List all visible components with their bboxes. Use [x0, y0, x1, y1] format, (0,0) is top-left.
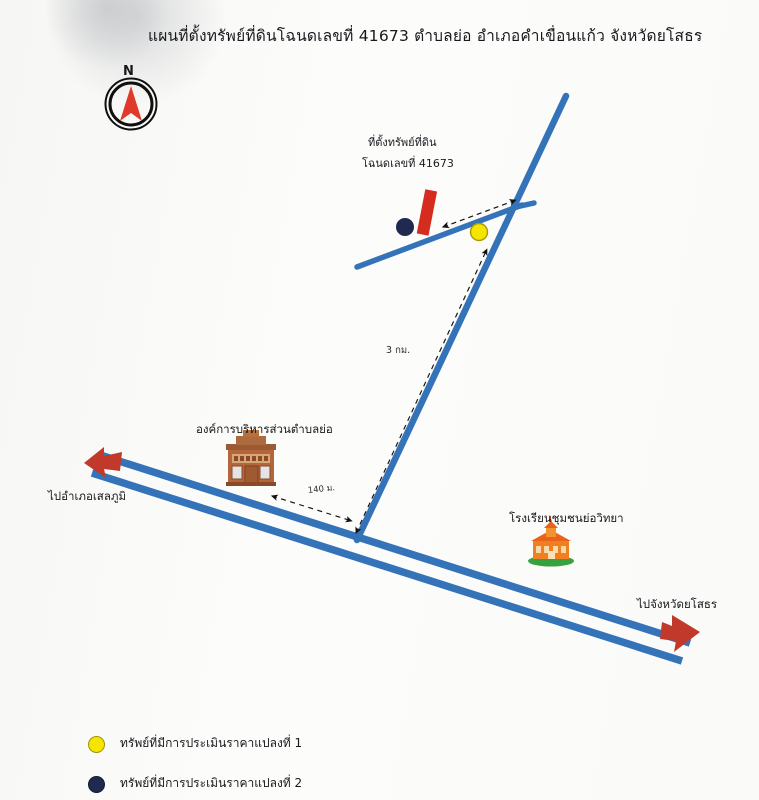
distance-label-3km: 3 กม. [386, 345, 411, 356]
main-highway-road [90, 451, 692, 665]
distance-3km-dashed-line [355, 248, 488, 535]
highway-line-upper [98, 451, 692, 647]
road-arrow-left-icon [84, 447, 122, 478]
school-building-icon [528, 516, 574, 567]
compass-north-label: N [123, 64, 134, 79]
yellow-circle-marker [469, 222, 489, 242]
government-office-building-icon [226, 430, 276, 486]
page-title: แผนที่ตั้งทรัพย์ที่ดินโฉนดเลขที่ 41673 ต… [148, 27, 703, 45]
compass-north-arrow-icon [104, 77, 158, 131]
parcel-callout-line1: ที่ตั้งทรัพย์ที่ดิน [368, 136, 437, 149]
direction-label-to-yasothon: ไปจังหวัดยโสธร [637, 597, 718, 611]
parcel-highlight-rectangle [416, 189, 438, 236]
parcel-access-road [354, 200, 537, 270]
place-label-school: โรงเรียนชุมชนย่อวิทยา [509, 511, 624, 525]
parcel-callout-line2: โฉนดเลขที่ 41673 [362, 157, 454, 170]
legend-label-parcel-1: ทรัพย์ที่มีการประเมินราคาแปลงที่ 1 [120, 736, 303, 750]
legend-label-parcel-2: ทรัพย์ที่มีการประเมินราคาแปลงที่ 2 [120, 776, 303, 790]
road-arrow-right-icon [660, 615, 700, 652]
distance-140m-dashed-line [270, 494, 353, 523]
direction-label-to-selaphum: ไปอำเภอเสลภูมิ [48, 489, 127, 503]
legend-marker-parcel-2 [88, 776, 105, 793]
parcel-access-road-join [513, 200, 537, 210]
place-label-sao-yo: องค์การบริหารส่วนตำบลย่อ [196, 422, 333, 436]
legend-marker-parcel-1 [88, 736, 105, 753]
parcel-frontage-dimension-arrow [441, 199, 517, 229]
highway-line-lower [90, 469, 684, 665]
navy-circle-marker [396, 218, 414, 236]
